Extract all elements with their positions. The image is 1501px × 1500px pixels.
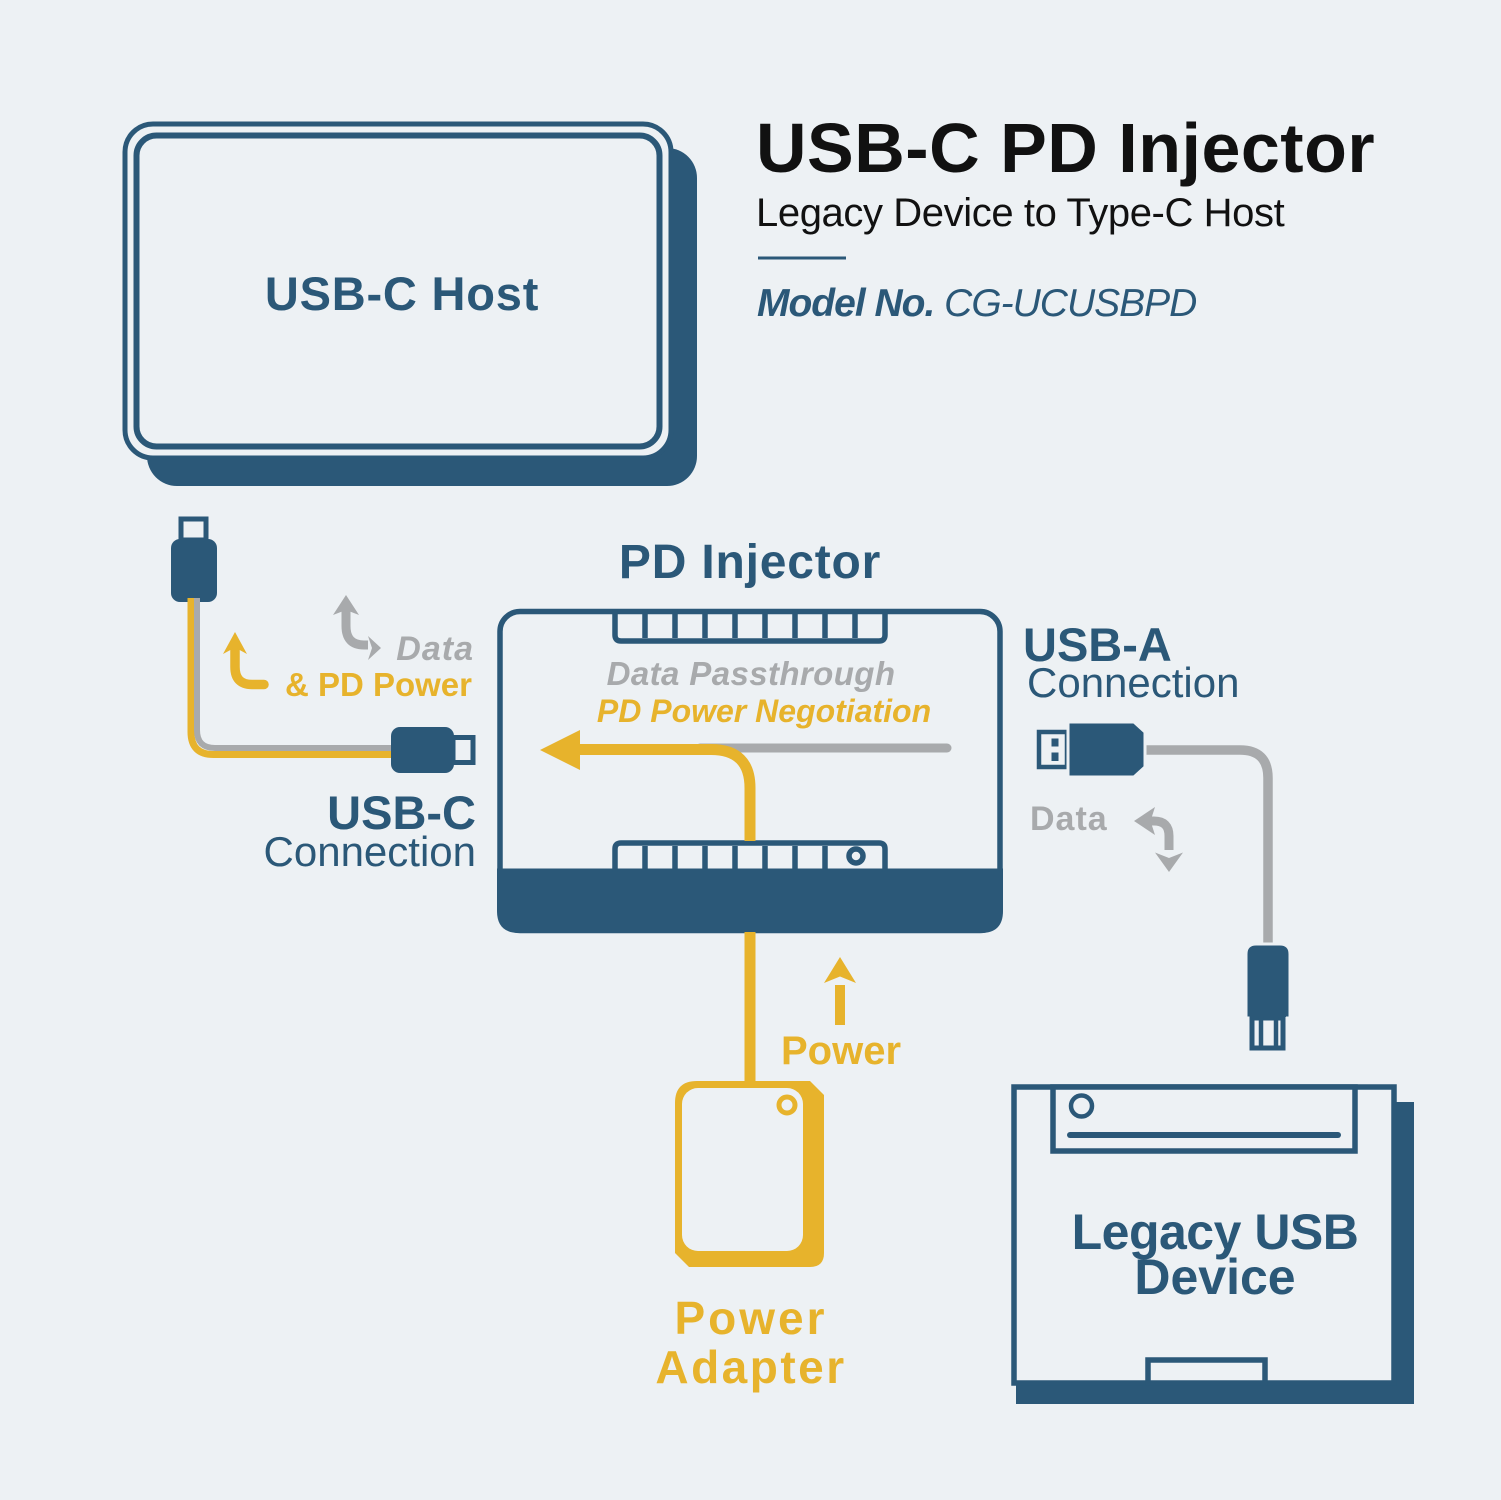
svg-text:USB-C: USB-C: [327, 786, 476, 839]
svg-text:PD Injector: PD Injector: [619, 536, 881, 589]
svg-text:Model No. CG-UCUSBPD: Model No. CG-UCUSBPD: [757, 282, 1196, 325]
svg-text:Connection: Connection: [264, 828, 476, 875]
svg-text:Data Passthrough: Data Passthrough: [607, 655, 896, 692]
svg-text:Legacy USB: Legacy USB: [1072, 1204, 1359, 1260]
svg-text:USB-C PD Injector: USB-C PD Injector: [756, 109, 1375, 187]
svg-text:Adapter: Adapter: [655, 1341, 846, 1393]
svg-text:Data: Data: [396, 630, 474, 668]
svg-text:Data: Data: [1030, 800, 1108, 838]
svg-text:& PD Power: & PD Power: [285, 666, 472, 703]
svg-text:USB-A: USB-A: [1023, 618, 1172, 671]
svg-text:Legacy Device to Type-C Host: Legacy Device to Type-C Host: [756, 191, 1285, 235]
svg-text:PD Power Negotiation: PD Power Negotiation: [597, 693, 931, 729]
svg-text:Device: Device: [1134, 1249, 1295, 1305]
svg-text:Power: Power: [674, 1292, 827, 1344]
svg-text:Connection: Connection: [1027, 659, 1239, 706]
svg-text:Power: Power: [781, 1029, 901, 1073]
svg-text:USB-C Host: USB-C Host: [265, 267, 539, 320]
